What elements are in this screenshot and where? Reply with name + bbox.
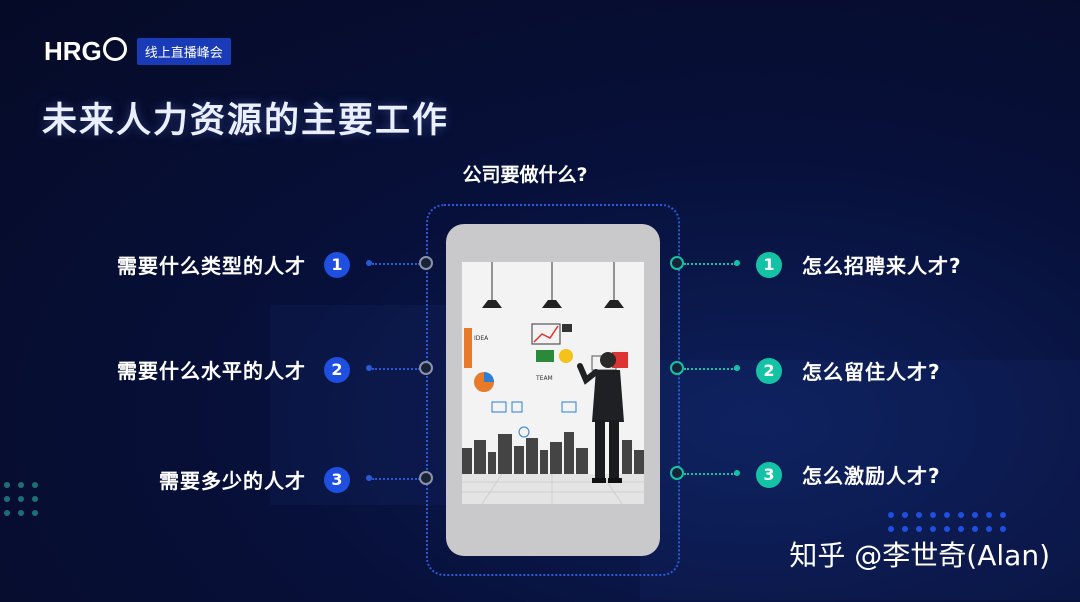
right-item-3: 3 怎么激励人才? (756, 460, 941, 489)
decorative-dots-left (4, 482, 38, 516)
number-badge: 3 (756, 461, 782, 488)
svg-text:TEAM: TEAM (535, 375, 553, 382)
connector-line (372, 478, 420, 480)
left-item-label: 需要什么水平的人才 (117, 359, 306, 383)
logo-wordmark: HRG (44, 36, 127, 67)
connector-dot (734, 365, 740, 371)
city-skyline (462, 432, 644, 474)
svg-text:IDEA: IDEA (474, 335, 489, 342)
connector-dot (366, 365, 372, 371)
bg-panel-2 (640, 360, 1080, 600)
connector-node (419, 471, 433, 485)
lamp-icon (482, 262, 624, 308)
connector-node (670, 361, 684, 375)
number-badge: 2 (324, 356, 350, 383)
right-item-label: 怎么招聘来人才? (802, 254, 962, 278)
slide-subtitle: 公司要做什么? (462, 164, 588, 186)
right-item-label: 怎么留住人才? (802, 360, 941, 384)
right-item-label: 怎么激励人才? (802, 464, 941, 488)
logo-o-icon (102, 37, 127, 61)
event-badge: 线上直播峰会 (136, 38, 231, 65)
connector-dot (734, 260, 740, 266)
left-item-3: 需要多少的人才 3 (159, 465, 350, 494)
connector-dot (734, 470, 740, 476)
connector-node (419, 361, 433, 375)
right-item-1: 1 怎么招聘来人才? (756, 250, 962, 279)
connector-node (419, 256, 433, 270)
connector-dot (366, 475, 372, 481)
connector-dot (366, 260, 372, 266)
number-badge: 1 (756, 251, 782, 278)
number-badge: 2 (756, 357, 782, 384)
left-item-1: 需要什么类型的人才 1 (117, 250, 350, 279)
decorative-dots-right (888, 512, 1006, 532)
left-item-2: 需要什么水平的人才 2 (117, 355, 350, 384)
left-item-label: 需要什么类型的人才 (117, 254, 306, 278)
left-item-label: 需要多少的人才 (159, 469, 306, 493)
zhihu-watermark: 知乎 @李世奇(Alan) (789, 539, 1050, 572)
connector-line (684, 368, 736, 370)
number-badge: 3 (324, 466, 350, 493)
connector-line (684, 263, 736, 265)
connector-line (372, 368, 420, 370)
logo: HRG 线上直播峰会 (44, 36, 231, 67)
phone-outline-frame (426, 204, 680, 576)
slide-title: 未来人力资源的主要工作 (42, 101, 450, 141)
number-badge: 1 (324, 251, 350, 278)
connector-line (684, 473, 736, 475)
phone-screen-illustration: IDEA TEAM (462, 262, 644, 504)
right-item-2: 2 怎么留住人才? (756, 356, 941, 385)
connector-line (372, 263, 420, 265)
businessman-whiteboard-illustration: IDEA TEAM (462, 262, 644, 504)
businessman-figure (577, 352, 624, 483)
connector-node (670, 256, 684, 270)
connector-node (670, 466, 684, 480)
